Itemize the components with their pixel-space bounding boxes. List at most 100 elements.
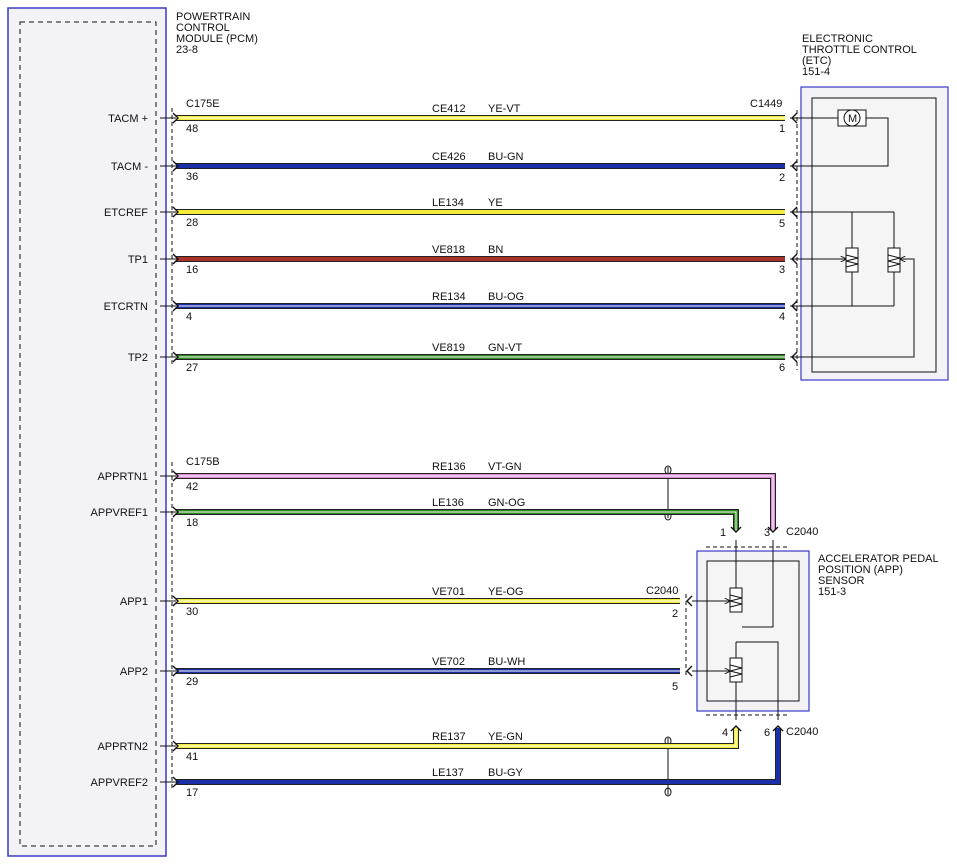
pcm-pin-number: 30	[186, 606, 198, 618]
circuit-number: RE137	[432, 731, 466, 743]
wire-appvref1: APPVREF1 18 LE136 GN-OG 1	[91, 497, 742, 539]
pcm-pin-arrow	[172, 160, 179, 172]
connector-label: C175B	[186, 456, 220, 468]
pcm-title-line: POWERTRAIN	[176, 11, 250, 23]
throttle-position-sensor-1-icon	[845, 247, 859, 273]
pcm-pin-number: 36	[186, 171, 198, 183]
throttle-position-sensor-2-icon	[887, 247, 901, 273]
wire-stripe	[176, 728, 779, 783]
pcm-pin-number: 48	[186, 123, 198, 135]
pcm-title-line: MODULE (PCM)	[176, 33, 258, 45]
signal-label: APPRTN1	[97, 471, 148, 483]
connector-label: C1449	[750, 98, 782, 110]
pcm-title-line: 23-8	[176, 44, 198, 56]
signal-label: TACM -	[111, 161, 148, 173]
wire-outline	[176, 509, 739, 530]
pcm-pin-number: 16	[186, 264, 198, 276]
pcm-pin-arrow	[172, 506, 179, 518]
pcm-title-line: CONTROL	[176, 22, 230, 34]
signal-label: APPVREF2	[91, 777, 148, 789]
app-sensor-title: ACCELERATOR PEDAL POSITION (APP) SENSOR …	[818, 553, 939, 598]
wire-color-code: YE-GN	[488, 731, 523, 743]
wire-color-code: VT-GN	[488, 461, 522, 473]
wire-body	[176, 728, 780, 784]
wire-color-code: GN-VT	[488, 342, 523, 354]
wire-color-code: GN-OG	[488, 497, 525, 509]
pcm-pin-arrow	[172, 740, 179, 752]
far-pin-number: 5	[779, 218, 785, 230]
wire-appvref2: APPVREF2 17 LE137 BU-GY 6	[91, 725, 784, 799]
etc-title-line: ELECTRONIC	[802, 33, 873, 45]
pcm-pin-arrow	[172, 776, 179, 788]
app-title-line: 151-3	[818, 586, 846, 598]
circuit-number: VE819	[432, 342, 465, 354]
wire-color-code: BU-OG	[488, 291, 524, 303]
etc-module: M	[790, 86, 949, 381]
far-pin-arrow	[767, 526, 779, 533]
far-pin-number: 1	[720, 527, 726, 539]
far-pin-arrow	[686, 665, 693, 677]
pcm-pin-arrow	[172, 665, 179, 677]
circuit-number: LE137	[432, 767, 464, 779]
far-pin-number: 4	[779, 311, 785, 323]
far-pin-arrow	[791, 300, 798, 312]
signal-label: TACM +	[108, 113, 148, 125]
wire-stripe	[176, 728, 737, 747]
app-sensor-1-icon	[729, 587, 743, 613]
pcm-pin-arrow	[172, 206, 179, 218]
pcm-pin-arrow	[172, 595, 179, 607]
pcm-pin-number: 17	[186, 787, 198, 799]
far-pin-number: 1	[779, 123, 785, 135]
pcm-pin-number: 29	[186, 676, 198, 688]
wire-tacm: TACM + 48 CE412 YE-VT 1	[108, 103, 798, 135]
wire-outline	[176, 473, 776, 530]
far-pin-number: 2	[672, 608, 678, 620]
etc-title-line: 151-4	[802, 66, 830, 78]
connector-label: C2040	[786, 526, 818, 538]
pcm-pin-number: 28	[186, 217, 198, 229]
far-pin-arrow	[730, 526, 742, 533]
signal-label: TP2	[128, 352, 148, 364]
far-pin-number: 6	[764, 727, 770, 739]
signal-label: APP1	[120, 596, 148, 608]
far-pin-arrow	[791, 351, 798, 363]
circuit-number: CE426	[432, 151, 466, 163]
circuit-number: RE134	[432, 291, 466, 303]
far-pin-number: 6	[779, 362, 785, 374]
pcm-pin-arrow	[172, 253, 179, 265]
etc-title-line: (ETC)	[802, 55, 831, 67]
far-pin-arrow	[730, 725, 742, 732]
pcm-pin-number: 18	[186, 517, 198, 529]
far-pin-arrow	[791, 160, 798, 172]
etc-title: ELECTRONIC THROTTLE CONTROL (ETC) 151-4	[802, 33, 917, 78]
circuit-number: VE702	[432, 656, 465, 668]
pcm-pin-arrow	[172, 470, 179, 482]
pcm-pin-arrow	[172, 300, 179, 312]
circuit-number: CE412	[432, 103, 466, 115]
connector-label: C2040	[786, 726, 818, 738]
pcm-module	[7, 7, 173, 857]
wire-color-code: YE-OG	[488, 586, 523, 598]
wire-color-code: BU-WH	[488, 656, 525, 668]
wire-color-code: BU-GY	[488, 767, 524, 779]
signal-label: ETCRTN	[104, 301, 148, 313]
signal-label: TP1	[128, 254, 148, 266]
pcm-pin-number: 41	[186, 751, 198, 763]
pcm-pin-number: 42	[186, 481, 198, 493]
signal-label: APPVREF1	[91, 507, 148, 519]
wire-color-code: YE-VT	[488, 103, 521, 115]
wire-body	[176, 474, 775, 530]
wire-color-code: YE	[488, 197, 503, 209]
wire-outline	[176, 728, 781, 785]
wire-color-code: BU-GN	[488, 151, 524, 163]
app-sensor-2-icon	[729, 657, 743, 683]
far-pin-number: 3	[779, 264, 785, 276]
circuit-number: LE134	[432, 197, 464, 209]
circuit-number: LE136	[432, 497, 464, 509]
